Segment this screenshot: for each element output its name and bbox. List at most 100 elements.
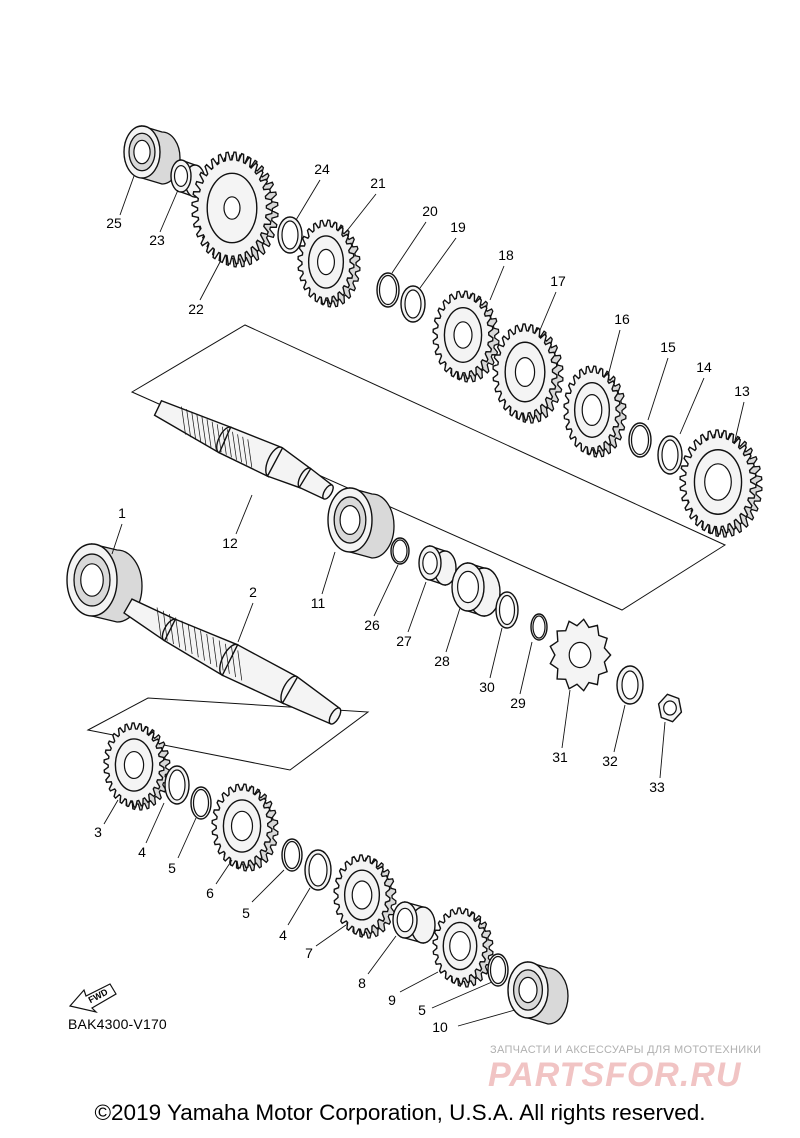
copyright-notice: ©2019 Yamaha Motor Corporation, U.S.A. A… bbox=[94, 1100, 706, 1125]
leader-line bbox=[373, 564, 399, 617]
leader-line bbox=[215, 859, 233, 885]
collar-8 bbox=[392, 901, 436, 944]
leader-line bbox=[734, 401, 745, 441]
leader-line bbox=[103, 799, 119, 825]
washer-4b bbox=[304, 849, 332, 891]
callout-label: 5 bbox=[242, 905, 250, 921]
gear-22 bbox=[191, 151, 279, 268]
callout-label: 12 bbox=[222, 535, 238, 551]
callout-label: 4 bbox=[279, 927, 287, 943]
callout-label: 14 bbox=[696, 359, 712, 375]
circlip-5a bbox=[190, 786, 212, 820]
leader-line bbox=[445, 607, 461, 653]
leader-line bbox=[399, 971, 439, 993]
leader-line bbox=[457, 1009, 516, 1027]
callout-label: 18 bbox=[498, 247, 514, 263]
callout-label: 2 bbox=[249, 584, 257, 600]
callout-label: 25 bbox=[106, 215, 122, 231]
drive-axle-frame bbox=[86, 697, 370, 771]
callout-label: 26 bbox=[364, 617, 380, 633]
leader-line bbox=[367, 935, 397, 975]
callout-label: 30 bbox=[479, 679, 495, 695]
leader-line bbox=[237, 602, 254, 643]
gear-21 bbox=[297, 219, 361, 308]
callout-label: 6 bbox=[206, 885, 214, 901]
callout-label: 9 bbox=[388, 992, 396, 1008]
callout-label: 3 bbox=[94, 824, 102, 840]
callout-label: 19 bbox=[450, 219, 466, 235]
washer-14 bbox=[657, 435, 683, 475]
leader-line bbox=[251, 869, 285, 903]
leader-line bbox=[659, 721, 666, 779]
bearing-25 bbox=[123, 125, 181, 185]
leader-line bbox=[647, 357, 669, 421]
callout-label: 27 bbox=[396, 633, 412, 649]
leader-line bbox=[613, 704, 626, 753]
leader-line bbox=[519, 641, 533, 695]
gear-13 bbox=[679, 429, 763, 538]
leader-line bbox=[561, 689, 571, 749]
gear-9 bbox=[432, 907, 494, 988]
callout-label: 7 bbox=[305, 945, 313, 961]
leader-line bbox=[607, 329, 621, 377]
callout-label: 11 bbox=[311, 595, 326, 611]
leader-line bbox=[295, 179, 321, 221]
diagram-code: BAK4300-V170 bbox=[68, 1016, 167, 1032]
callout-label: 13 bbox=[734, 383, 750, 399]
nut-33 bbox=[657, 693, 683, 723]
lock-washer-32 bbox=[616, 665, 644, 705]
bearing-10 bbox=[507, 961, 569, 1025]
callout-label: 21 bbox=[370, 175, 386, 191]
leader-line bbox=[287, 887, 311, 926]
callout-label: 28 bbox=[434, 653, 450, 669]
callout-label: 31 bbox=[552, 749, 568, 765]
main-axle-frame bbox=[130, 324, 727, 611]
callout-label: 5 bbox=[168, 860, 176, 876]
leader-line bbox=[119, 175, 135, 216]
leader-line bbox=[489, 265, 505, 301]
watermark-logo: PARTSFOR.RU bbox=[488, 1056, 742, 1094]
washer-4a bbox=[164, 765, 190, 805]
leader-line bbox=[391, 221, 427, 274]
callout-label: 4 bbox=[138, 844, 146, 860]
bearing-11 bbox=[327, 487, 395, 559]
bearing-1 bbox=[66, 543, 143, 623]
main-axle-12 bbox=[153, 399, 334, 500]
callout-label: 20 bbox=[422, 203, 438, 219]
drive-sprocket-31 bbox=[549, 618, 612, 692]
oil-seal-28 bbox=[451, 562, 501, 617]
leader-line bbox=[489, 627, 503, 679]
leader-lines bbox=[103, 175, 745, 1027]
leader-line bbox=[431, 981, 493, 1009]
gear-7 bbox=[333, 854, 397, 939]
leader-line bbox=[235, 494, 253, 535]
drive-axle-2 bbox=[123, 598, 342, 725]
callout-label: 17 bbox=[550, 273, 566, 289]
gear-16 bbox=[563, 365, 627, 458]
gear-3 bbox=[103, 722, 171, 811]
gear-18 bbox=[432, 290, 500, 383]
leader-line bbox=[199, 261, 221, 301]
callout-label: 32 bbox=[602, 753, 618, 769]
leader-line bbox=[321, 551, 336, 595]
collar-27 bbox=[418, 545, 457, 586]
fwd-arrow: FWD bbox=[68, 983, 117, 1014]
circlip-29 bbox=[530, 613, 548, 641]
callout-label: 22 bbox=[188, 301, 204, 317]
washer-19 bbox=[400, 285, 426, 323]
leader-line bbox=[679, 377, 705, 435]
gear-17 bbox=[492, 323, 564, 424]
collar-23 bbox=[170, 159, 206, 198]
leader-line bbox=[177, 817, 197, 859]
callout-label: 1 bbox=[118, 505, 126, 521]
leader-line bbox=[315, 924, 347, 947]
leader-line bbox=[419, 237, 457, 289]
o-ring-26 bbox=[390, 537, 410, 565]
callout-label: 33 bbox=[649, 779, 665, 795]
callout-label: 8 bbox=[358, 975, 366, 991]
parts-layer bbox=[66, 125, 763, 1025]
leader-line bbox=[111, 523, 123, 555]
circlip-5c bbox=[487, 953, 509, 987]
circlip-5b bbox=[281, 838, 303, 872]
